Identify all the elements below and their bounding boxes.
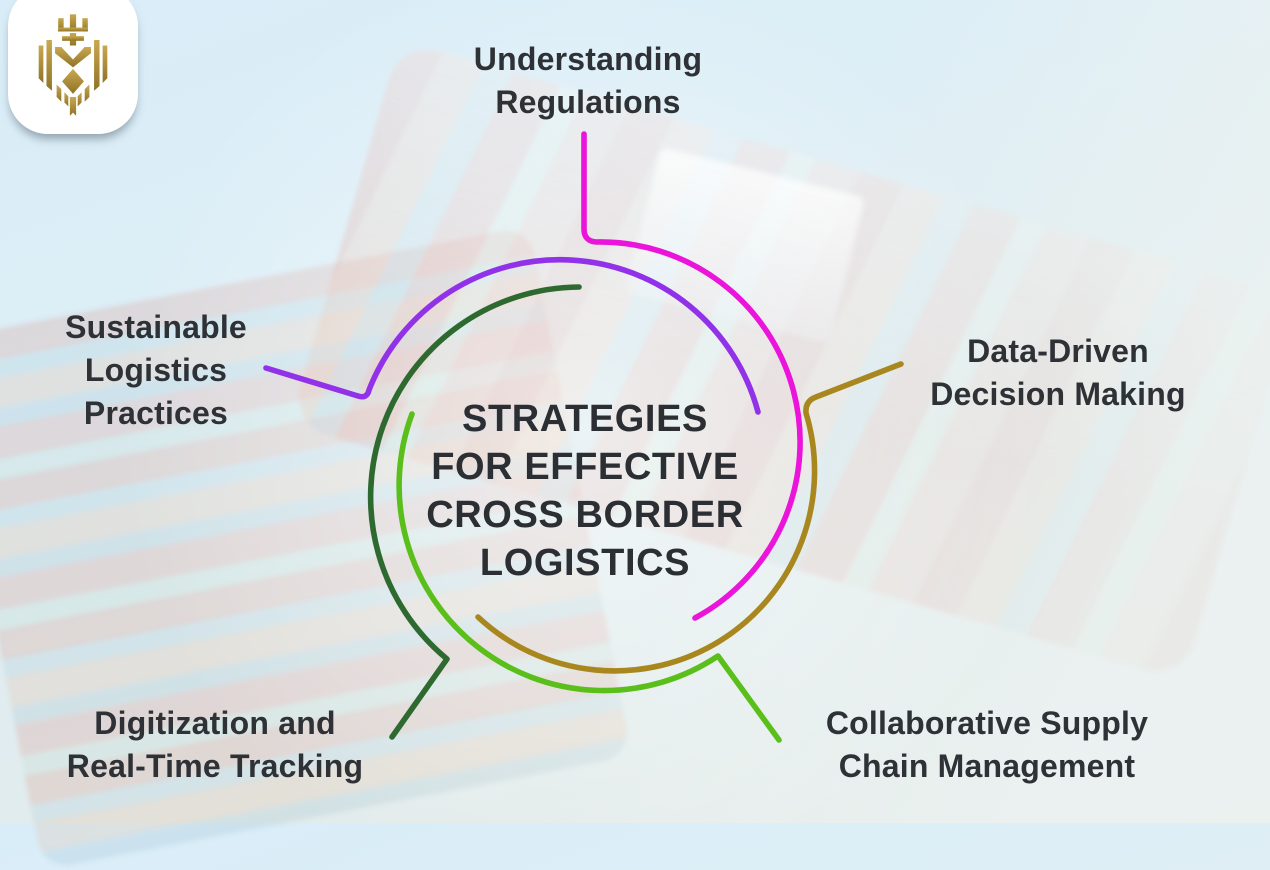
label-line: Sustainable	[65, 309, 247, 345]
title-line: LOGISTICS	[479, 542, 691, 584]
brand-logo-badge	[8, 0, 138, 134]
label-understanding-regulations: Understanding Regulations	[474, 38, 702, 124]
arc-understanding-regulations	[581, 131, 803, 621]
label-line: Understanding	[473, 41, 703, 77]
title-line: CROSS BORDER	[426, 494, 744, 536]
arc-sustainable-logistics-practices	[263, 256, 761, 415]
label-line: Logistics	[84, 352, 228, 388]
arc-collaborative-supply-chain-management	[396, 411, 782, 743]
label-sustainable-logistics-practices: Sustainable Logistics Practices	[65, 306, 247, 435]
page-title: STRATEGIES FOR EFFECTIVE CROSS BORDER LO…	[426, 395, 744, 587]
gold-lion-crest-icon	[38, 14, 108, 116]
title-line: STRATEGIES	[461, 398, 708, 440]
label-line: Decision Making	[930, 376, 1186, 412]
arc-digitization-and-real-time-tracking	[367, 284, 582, 740]
label-line: Chain Management	[838, 748, 1136, 784]
arc-data-driven-decision-making	[475, 361, 904, 674]
label-line: Practices	[83, 395, 229, 431]
label-data-driven-decision-making: Data-Driven Decision Making	[930, 330, 1186, 416]
label-line: Real-Time Tracking	[66, 748, 364, 784]
label-digitization-and-real-time-tracking: Digitization and Real-Time Tracking	[67, 702, 363, 788]
title-line: FOR EFFECTIVE	[431, 446, 739, 488]
label-collaborative-supply-chain-management: Collaborative Supply Chain Management	[826, 702, 1148, 788]
label-line: Data-Driven	[967, 333, 1149, 369]
strategy-circle-diagram	[263, 131, 904, 743]
label-line: Regulations	[495, 84, 681, 120]
label-line: Digitization and	[94, 705, 336, 741]
label-line: Collaborative Supply	[825, 705, 1149, 741]
